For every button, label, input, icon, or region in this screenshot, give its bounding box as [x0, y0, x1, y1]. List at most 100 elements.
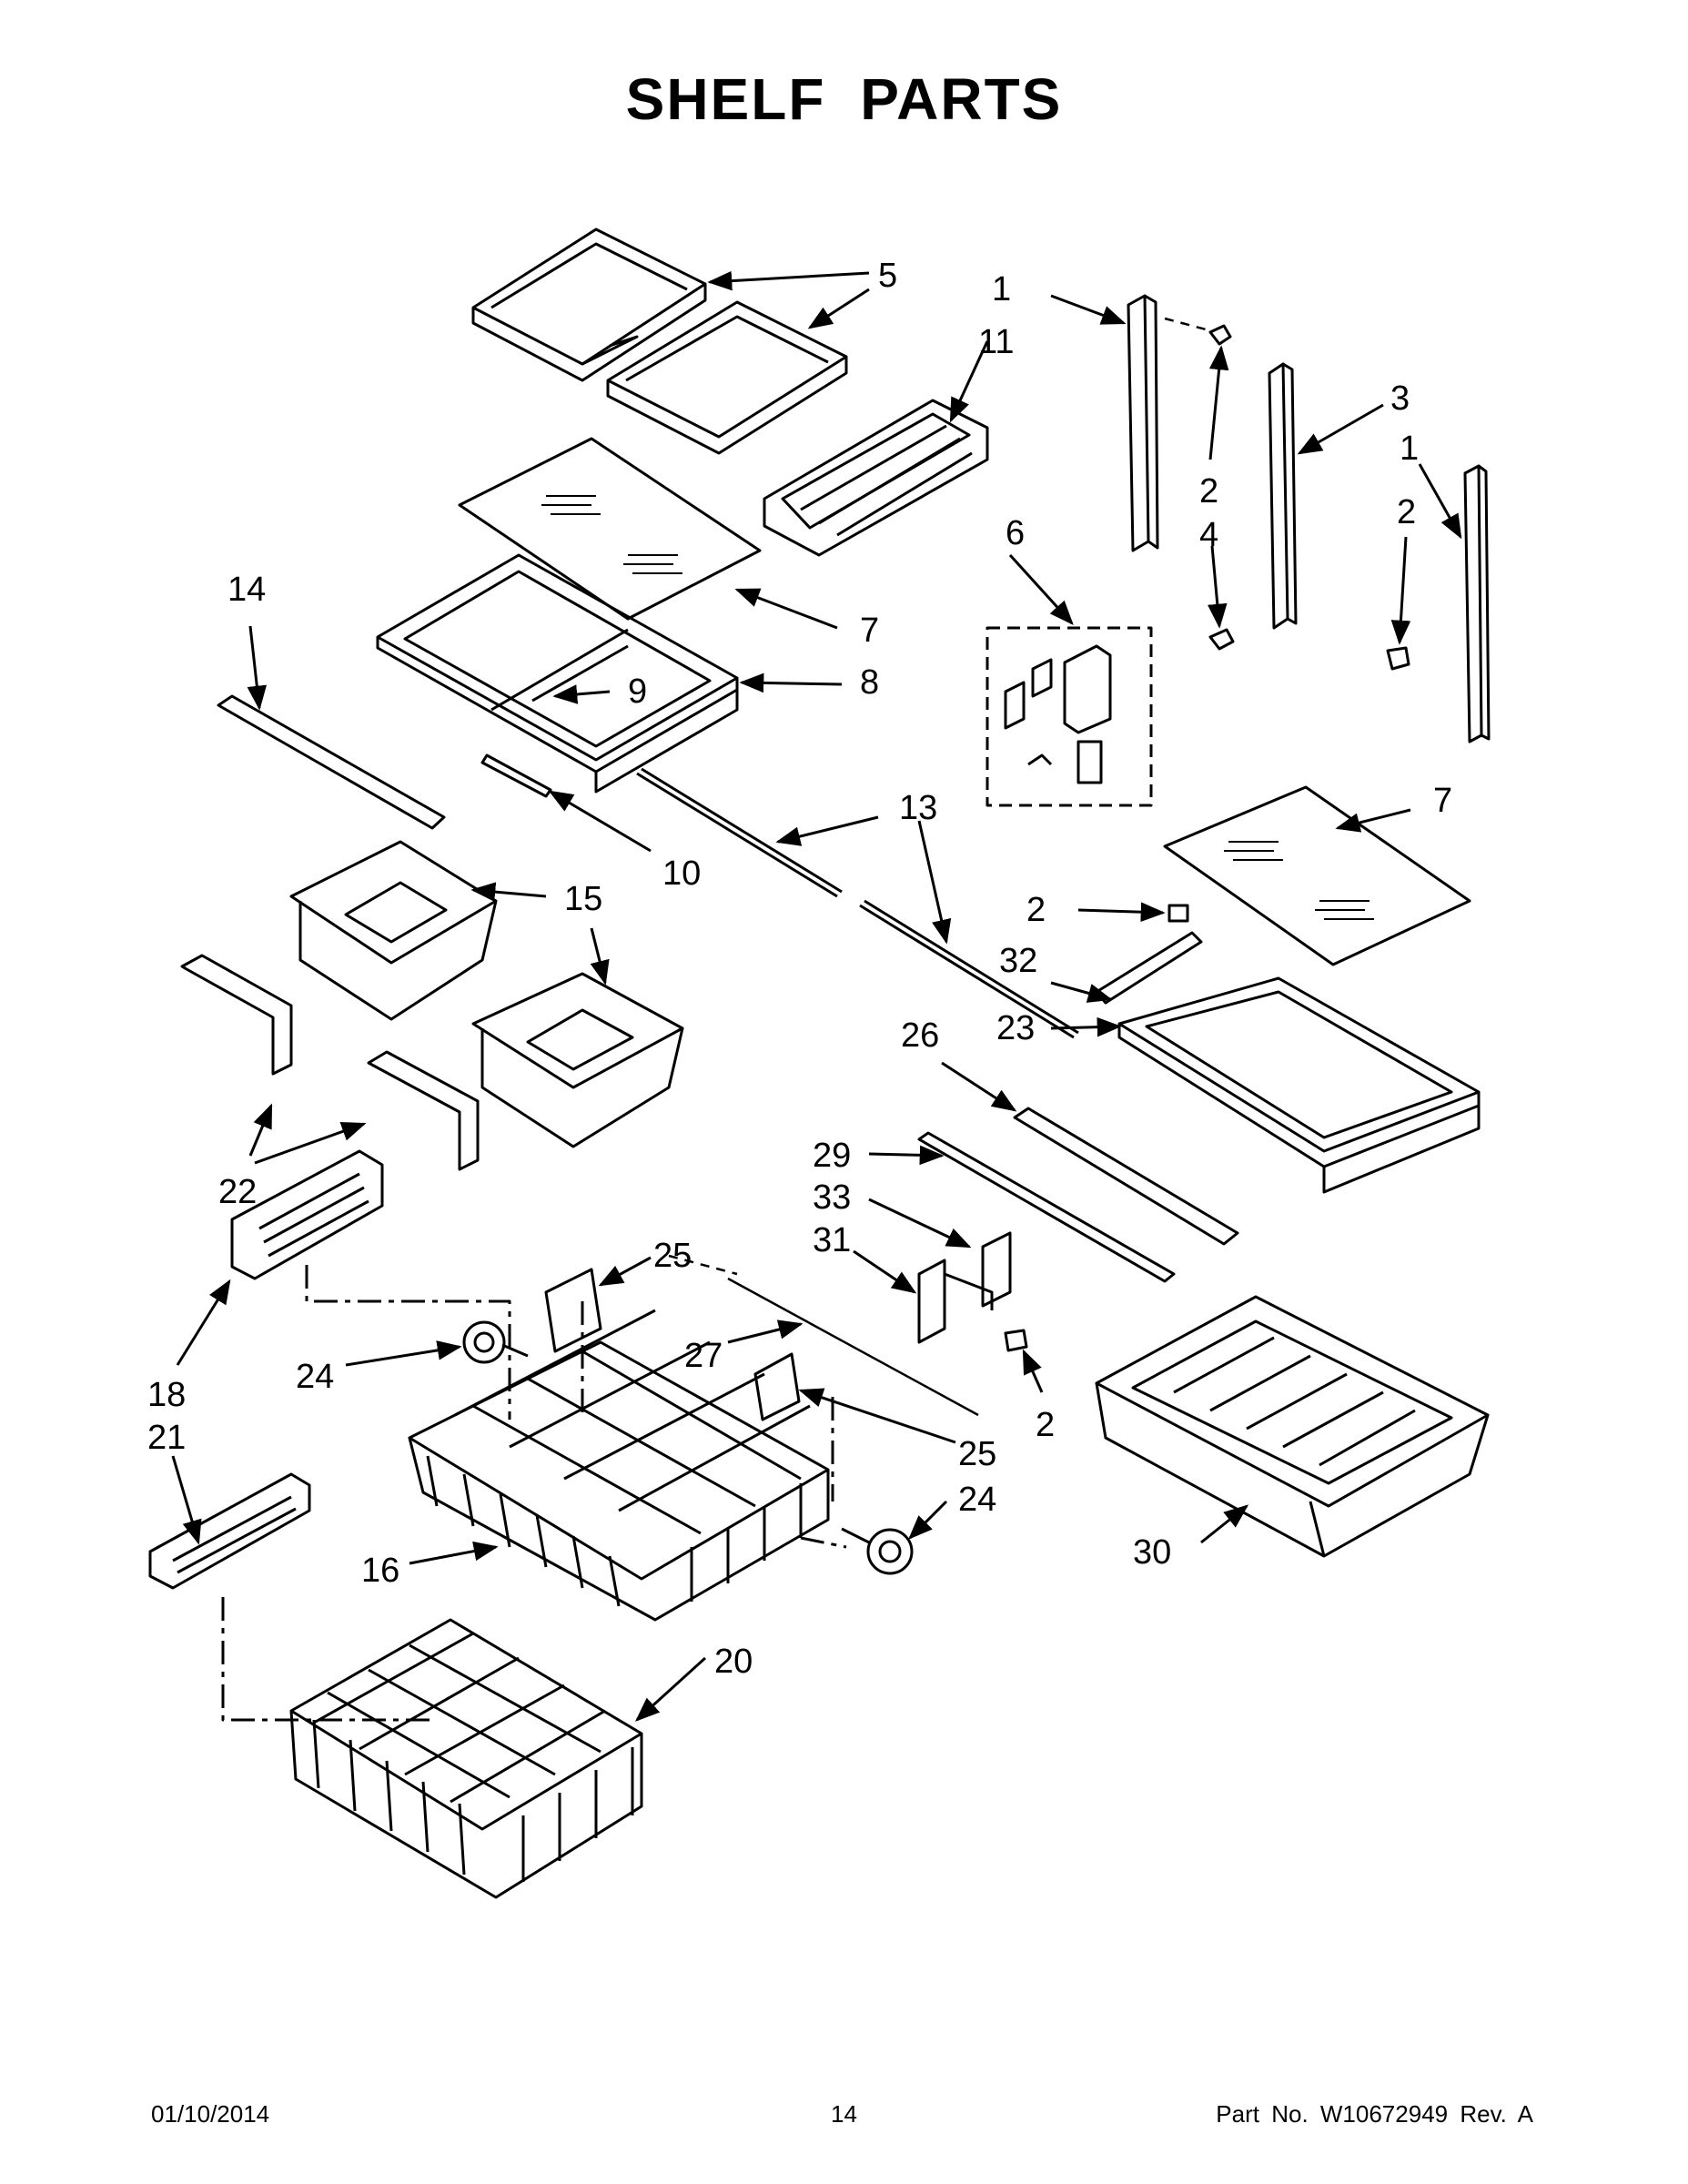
callout-25-a: 25: [653, 1237, 692, 1275]
leader-7-b: [1335, 808, 1411, 833]
leader-3: [1297, 403, 1384, 455]
callout-1-b: 1: [1400, 430, 1419, 468]
leader-22-b: [254, 1122, 367, 1165]
crisper-pan-part-15: [289, 840, 684, 1148]
callout-21: 21: [147, 1419, 186, 1457]
callout-14: 14: [227, 571, 266, 609]
leader-25-a: [598, 1256, 652, 1287]
callout-24-b: 24: [958, 1481, 996, 1519]
screw-part-2-a: [1208, 324, 1232, 346]
rail-part-13: [636, 767, 1079, 1039]
callout-3: 3: [1390, 379, 1410, 418]
leader-25-b: [798, 1388, 956, 1444]
callout-23: 23: [996, 1009, 1035, 1047]
bracket-part-32: [1095, 931, 1203, 1005]
callout-32: 32: [999, 942, 1037, 980]
screw-part-2-d: [1004, 1329, 1028, 1352]
leader-31: [853, 1249, 917, 1294]
leader-9: [552, 684, 611, 704]
alignment-lines: [221, 1265, 847, 1722]
callout-6: 6: [1006, 514, 1025, 552]
callout-22: 22: [218, 1173, 257, 1211]
screw-part-2-b: [1386, 646, 1410, 671]
leader-2-d: [1022, 1349, 1044, 1393]
leader-2-c: [1077, 902, 1166, 923]
callout-8: 8: [860, 663, 879, 702]
leader-14: [247, 625, 268, 711]
leader-5-b: [807, 288, 870, 329]
leader-30: [1200, 1504, 1249, 1544]
leader-23: [1050, 1016, 1122, 1037]
screw-part-4: [1208, 628, 1235, 651]
bracket-part-31-33: [917, 1231, 1012, 1344]
footer-part-number: Part No. W10672949 Rev. A: [1216, 2100, 1533, 2128]
leader-29: [868, 1145, 945, 1166]
vertical-rail-part-1-left: [1127, 294, 1159, 552]
callout-7-b: 7: [1433, 782, 1452, 820]
callout-2-c: 2: [1026, 891, 1046, 929]
callout-18: 18: [147, 1376, 186, 1414]
leader-15-b: [590, 927, 610, 986]
callout-labels: 5 1 11 3 1 2 4 2 6 7 8 9 14 10 13 7 2 32…: [147, 257, 1452, 1681]
callout-13: 13: [899, 789, 937, 827]
callout-29: 29: [813, 1137, 851, 1175]
deli-drawer-part-30: [1095, 1295, 1490, 1558]
trim-strip-part-14: [217, 694, 446, 830]
callout-2-b: 2: [1397, 493, 1416, 531]
callout-16: 16: [361, 1552, 399, 1590]
basket-clip-part-25-a: [544, 1268, 602, 1353]
clip-part-10: [480, 753, 552, 798]
glass-shelf-part-7-lower: [1163, 785, 1471, 966]
leader-16: [409, 1541, 499, 1565]
leader-1-a: [1050, 294, 1127, 325]
callout-11: 11: [978, 323, 1014, 361]
dashed-lines: [668, 317, 1207, 1276]
leader-24-a: [345, 1340, 462, 1367]
leader-18: [176, 1279, 231, 1366]
callout-2-d: 2: [1036, 1406, 1055, 1444]
leader-21: [171, 1455, 202, 1545]
leader-13-a: [775, 815, 879, 846]
leader-7-a: [734, 588, 838, 630]
callout-26: 26: [901, 1016, 939, 1055]
basket-bracket-part-21: [148, 1472, 311, 1590]
callout-5: 5: [878, 257, 897, 295]
leader-15-a: [470, 882, 547, 902]
wire-basket-part-16: [408, 1309, 830, 1622]
basket-clip-part-25-b: [753, 1352, 801, 1421]
leader-24-b: [908, 1500, 948, 1540]
leader-26: [941, 1061, 1017, 1112]
shelf-frame-part-8: [376, 553, 739, 794]
leader-4: [1208, 545, 1228, 629]
leader-5-a: [707, 270, 870, 291]
leader-13-b: [917, 820, 952, 945]
leader-1-b: [1418, 463, 1462, 540]
callout-7-a: 7: [860, 612, 879, 650]
wheel-part-24-b: [841, 1527, 914, 1575]
callout-1-a: 1: [992, 270, 1011, 308]
vertical-rail-part-3: [1268, 362, 1298, 630]
divider-part-9: [531, 644, 629, 703]
basket-bracket-part-18: [230, 1149, 384, 1280]
leader-11: [949, 340, 989, 423]
callout-20: 20: [714, 1643, 753, 1681]
page-title: SHELF PARTS: [625, 66, 1063, 132]
callout-9: 9: [628, 672, 647, 711]
shelf-frame-part-23: [1117, 976, 1481, 1194]
callout-33: 33: [813, 1178, 851, 1217]
callout-30: 30: [1133, 1533, 1171, 1572]
footer-date: 01/10/2014: [151, 2100, 270, 2128]
callout-15: 15: [564, 880, 602, 918]
trim-strip-part-26: [1013, 1107, 1239, 1246]
callout-25-b: 25: [958, 1435, 996, 1473]
handle-part-22: [180, 954, 480, 1171]
leader-32: [1050, 981, 1113, 1003]
vertical-rail-part-1-right: [1463, 464, 1491, 743]
screw-part-2-c: [1167, 904, 1189, 923]
trim-strip-part-29: [917, 1131, 1176, 1283]
leader-8: [739, 672, 843, 693]
leader-10: [548, 790, 652, 853]
leader-22-a: [248, 1103, 273, 1157]
callout-27: 27: [684, 1337, 723, 1375]
